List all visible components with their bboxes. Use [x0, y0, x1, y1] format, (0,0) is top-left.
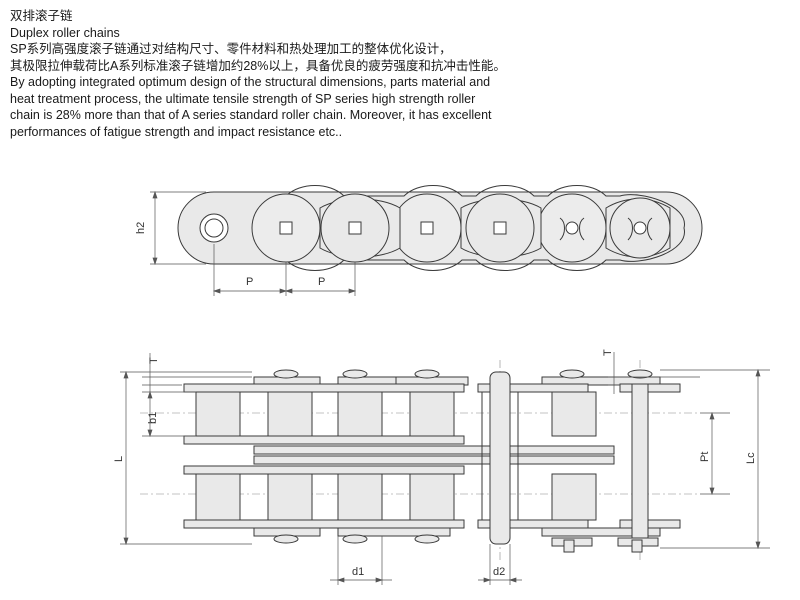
- roller: [195, 473, 241, 521]
- side-pin-square: [348, 221, 362, 235]
- cotter-pin: [631, 383, 649, 539]
- desc-zh-line-2: 其极限拉伸载荷比A系列标准滚子链增加约28%以上，具备优良的疲劳强度和抗冲击性能…: [10, 58, 506, 73]
- roller: [551, 391, 597, 437]
- label-d1: d1: [352, 566, 364, 578]
- side-outer-plates: [285, 185, 685, 271]
- label-T-right: T: [602, 349, 614, 356]
- side-clip-pin: [633, 221, 647, 235]
- desc-en-line-4: performances of fatigue strength and imp…: [10, 124, 343, 139]
- label-pitch-left: P: [246, 276, 253, 288]
- roller: [409, 473, 455, 521]
- title-english: Duplex roller chains: [10, 25, 120, 40]
- roller: [267, 391, 313, 437]
- plate-row-top-inner: [183, 383, 465, 393]
- description-block: 双排滚子链 Duplex roller chains SP系列高强度滚子链通过对…: [10, 8, 570, 140]
- label-b1: b1: [147, 412, 159, 424]
- side-view: [177, 185, 703, 271]
- label-pitch-right: P: [318, 276, 325, 288]
- desc-zh-line-1: SP系列高强度滚子链通过对结构尺寸、零件材料和热处理加工的整体优化设计，: [10, 42, 452, 56]
- label-d2: d2: [493, 566, 505, 578]
- side-dimensions: [150, 190, 357, 296]
- plate-row-middle: [183, 435, 465, 445]
- side-pin-square: [420, 221, 434, 235]
- desc-en-line-2: heat treatment process, the ultimate ten…: [10, 91, 476, 106]
- connecting-pin: [489, 371, 511, 545]
- label-h2: h2: [135, 222, 147, 234]
- side-pin-square: [493, 221, 507, 235]
- label-Lc: Lc: [745, 452, 757, 464]
- label-L: L: [113, 456, 125, 462]
- plate-row-bottom-inner: [183, 519, 465, 529]
- roller: [409, 391, 455, 437]
- roller: [195, 391, 241, 437]
- top-view: [140, 360, 700, 560]
- desc-en-line-1: By adopting integrated optimum design of…: [10, 75, 491, 89]
- side-clip-pin: [565, 221, 579, 235]
- roller: [551, 473, 597, 521]
- desc-en-line-3: chain is 28% more than that of A series …: [10, 108, 492, 122]
- top-dimensions: [120, 352, 770, 585]
- roller: [337, 473, 383, 521]
- label-T-left: T: [148, 357, 160, 364]
- label-Pt: Pt: [699, 452, 711, 462]
- roller: [337, 391, 383, 437]
- side-pin-square: [279, 221, 293, 235]
- roller: [267, 473, 313, 521]
- title-chinese: 双排滚子链: [10, 9, 73, 23]
